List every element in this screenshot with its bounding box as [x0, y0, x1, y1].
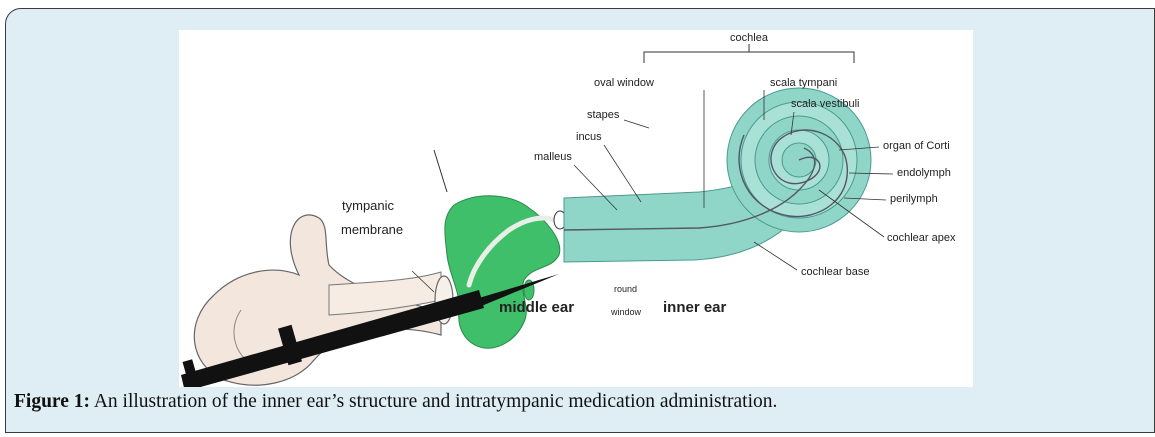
label-malleus: malleus — [534, 151, 572, 163]
pointer-line — [434, 150, 447, 192]
label-scala-vestibuli: scala vestibuli — [791, 98, 859, 110]
label-organ-of-corti: organ of Corti — [883, 140, 950, 152]
caption-text: An illustration of the inner ear’s struc… — [90, 391, 777, 412]
label-scala-tympani: scala tympani — [770, 77, 837, 89]
label-round: round — [614, 284, 637, 294]
label-incus: incus — [576, 131, 602, 143]
label-cochlea: cochlea — [730, 32, 769, 44]
label-tympanic: tympanic — [342, 198, 395, 213]
label-window: window — [610, 307, 642, 317]
label-membrane: membrane — [341, 222, 403, 237]
label-oval-window: oval window — [594, 77, 654, 89]
caption-label: Figure 1: — [14, 391, 90, 412]
label-endolymph: endolymph — [897, 167, 951, 179]
label-cochlear-apex: cochlear apex — [887, 232, 956, 244]
label-inner-ear: inner ear — [663, 299, 727, 316]
ear-diagram-svg: cochlea oval window scala tympani scala … — [179, 30, 973, 387]
label-middle-ear: middle ear — [499, 299, 574, 316]
label-cochlear-base: cochlear base — [801, 266, 870, 278]
label-stapes: stapes — [587, 109, 620, 121]
figure-caption: Figure 1: An illustration of the inner e… — [14, 391, 1144, 413]
cochlea-bracket — [644, 44, 854, 63]
label-perilymph: perilymph — [890, 193, 938, 205]
ear-diagram: cochlea oval window scala tympani scala … — [179, 30, 973, 387]
